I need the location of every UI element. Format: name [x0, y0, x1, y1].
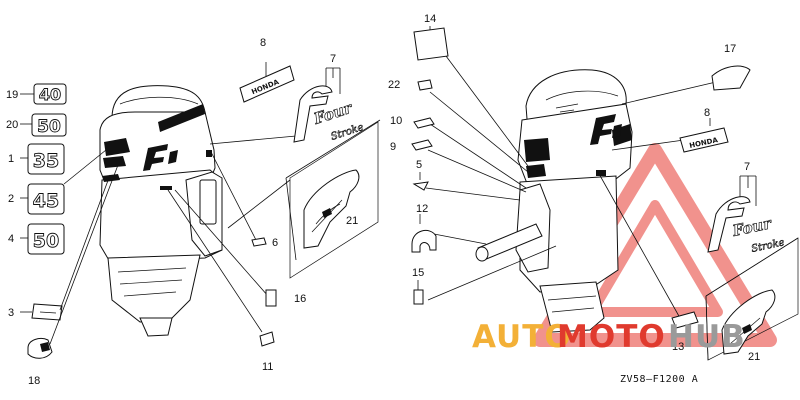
emblem-2-text: 45 — [33, 190, 59, 212]
right-decal-5 — [412, 181, 429, 191]
left-leader-lines — [20, 62, 381, 345]
clip-18 — [27, 337, 53, 359]
callout-7-right: 7 — [744, 161, 750, 173]
callout-5-right: 5 — [416, 159, 422, 171]
left-outboard-engine — [99, 85, 223, 337]
right-script-four: Four — [730, 214, 774, 240]
right-script-stroke: Stroke — [750, 237, 785, 255]
right-clip-12 — [411, 229, 437, 253]
left-script-stroke: Stroke — [330, 122, 365, 143]
callout-18-left: 18 — [28, 375, 40, 387]
left-callouts: 19 20 1 2 4 3 18 8 7 6 21 16 11 — [6, 37, 358, 387]
right-leader-lines — [417, 26, 799, 361]
emblem-19-text: 40 — [39, 85, 61, 104]
emblem-1-text: 35 — [33, 150, 59, 172]
left-honda-badge-8: HONDA — [239, 65, 295, 103]
left-emblem-column: 40 50 35 45 50 — [27, 83, 67, 359]
callout-10-right: 10 — [390, 115, 402, 127]
callout-8-right: 8 — [704, 107, 710, 119]
emblem-2: 45 — [27, 183, 65, 215]
left-side-decal-21 — [289, 121, 379, 279]
callout-20-left: 20 — [6, 119, 18, 131]
callout-3-left: 3 — [8, 307, 14, 319]
watermark-word-3: HUB — [668, 319, 746, 355]
callout-19-left: 19 — [6, 89, 18, 101]
callout-21-right: 21 — [748, 351, 760, 363]
right-cap-17 — [711, 65, 751, 91]
callout-11-left: 11 — [262, 361, 273, 373]
right-decal-22 — [417, 79, 433, 91]
callout-4-left: 4 — [8, 233, 14, 245]
emblem-1: 35 — [27, 143, 65, 175]
right-decal-9 — [411, 139, 433, 151]
left-small-parts — [251, 237, 277, 347]
callout-9-right: 9 — [390, 141, 396, 153]
diagram-code: ZV58–F1200 A — [620, 374, 698, 385]
emblem-20: 50 — [31, 113, 67, 137]
callout-15-right: 15 — [412, 267, 424, 279]
callout-6-left: 6 — [272, 237, 278, 249]
emblem-19: 40 — [33, 83, 67, 105]
right-outboard-engine — [475, 69, 633, 333]
right-side-decal-21 — [705, 237, 799, 361]
callout-2-left: 2 — [8, 193, 14, 205]
watermark-word-2: MOTO — [557, 319, 666, 355]
emblem-4-text: 50 — [33, 230, 59, 252]
right-decal-15 — [413, 289, 424, 305]
right-decal-10 — [413, 117, 435, 129]
callout-1-left: 1 — [8, 153, 14, 165]
callout-17-right: 17 — [724, 43, 736, 55]
callout-12-right: 12 — [416, 203, 428, 215]
callout-8-left: 8 — [260, 37, 266, 49]
right-callouts: 14 22 10 9 5 12 15 17 8 7 13 21 — [388, 13, 760, 363]
right-honda-badge-8: HONDA — [679, 127, 729, 153]
callout-13-right: 13 — [672, 341, 684, 353]
emblem-4: 50 — [27, 223, 65, 255]
emblem-3 — [31, 303, 63, 321]
callout-22-right: 22 — [388, 79, 400, 91]
callout-16-left: 16 — [294, 293, 306, 305]
emblem-20-text: 50 — [37, 117, 61, 137]
callout-21-left: 21 — [346, 215, 358, 227]
watermark-word-1: AUTO — [472, 319, 572, 355]
callout-7-left: 7 — [330, 53, 336, 65]
watermark-text: AUTO MOTO HUB — [472, 319, 746, 355]
left-four-stroke-script-7: Four Stroke — [293, 85, 365, 143]
right-decal-13 — [671, 311, 699, 329]
callout-14-right: 14 — [424, 13, 436, 25]
right-decal-14 — [413, 27, 449, 61]
